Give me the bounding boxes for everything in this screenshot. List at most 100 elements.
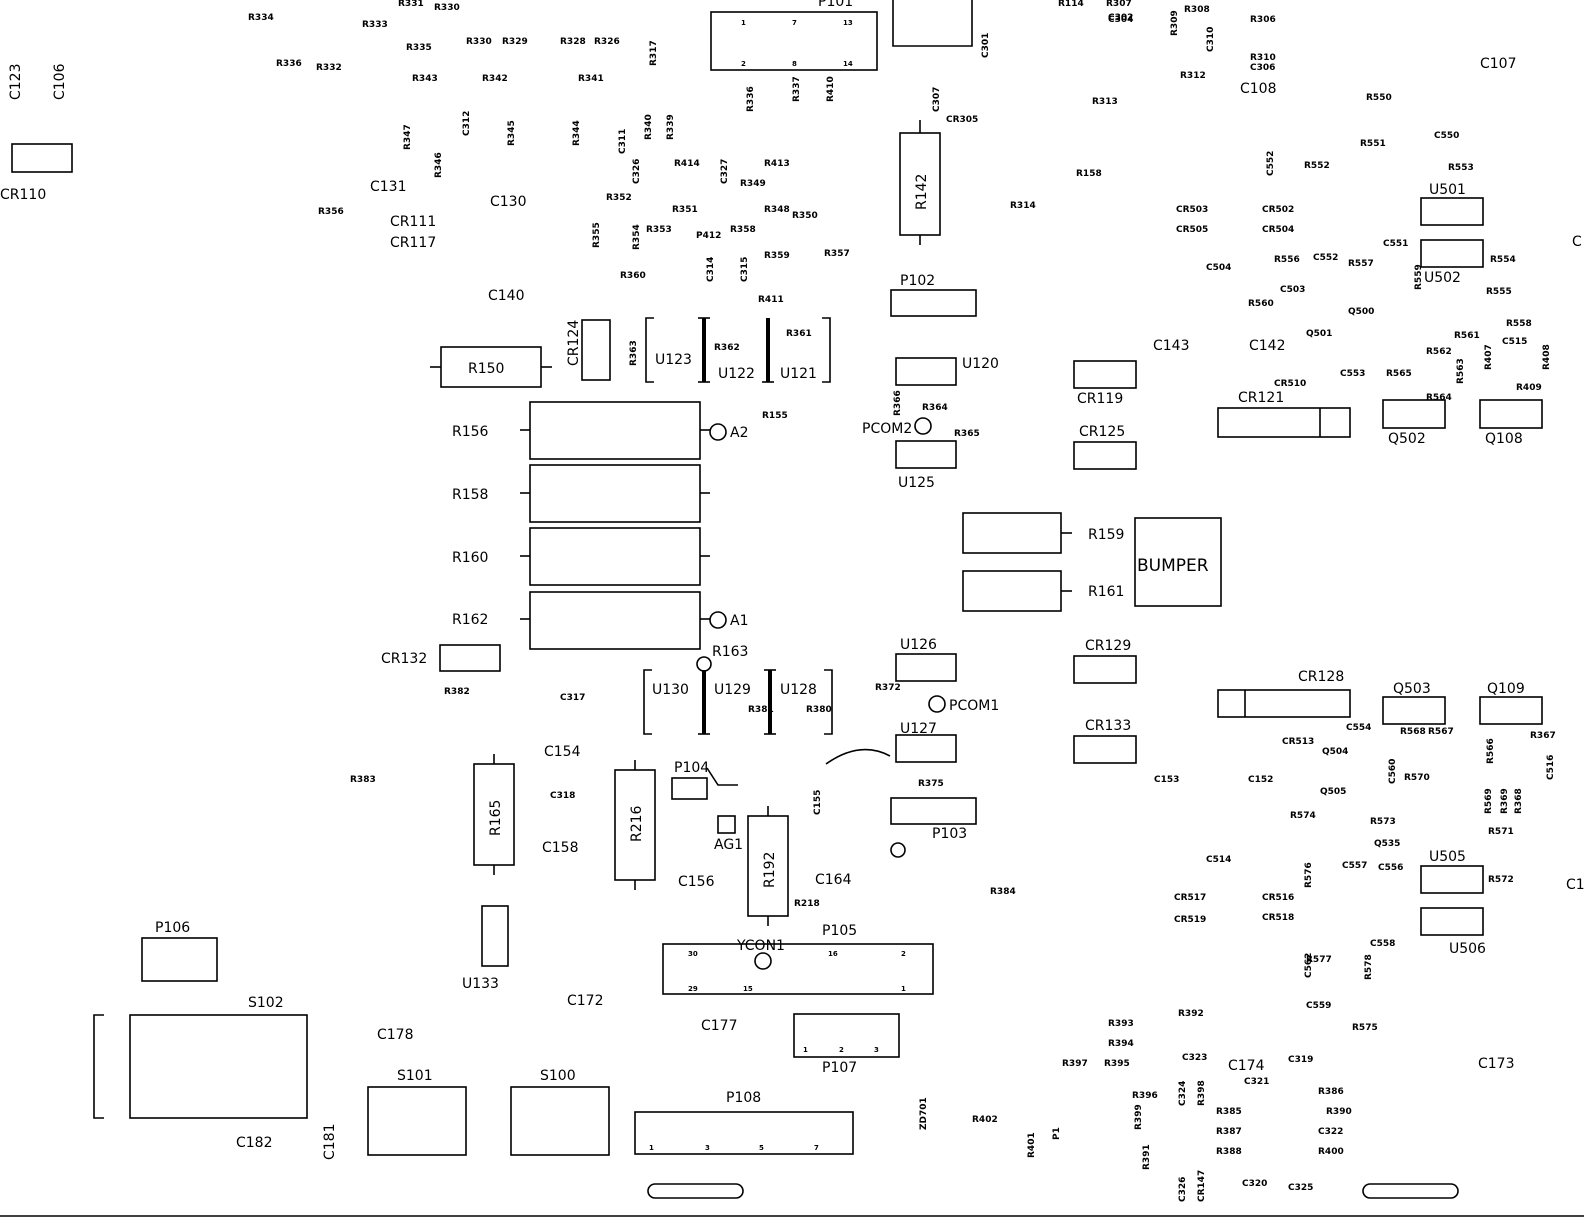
small-label: CR513 [1282,737,1314,747]
label-r150: R150 [468,361,504,377]
comp-cr119 [1073,360,1137,389]
small-label: R357 [824,249,850,259]
label-c143: C143 [1153,338,1190,354]
small-label: R570 [1404,773,1430,783]
small-label: C304 [1108,15,1133,25]
small-label: C327 [720,159,730,184]
comp-cr128 [1217,689,1351,718]
small-label: R571 [1488,827,1514,837]
label-u127: U127 [900,721,937,737]
small-label: C314 [706,257,716,282]
small-label: R393 [1108,1019,1134,1029]
small-label: R387 [1216,1127,1242,1137]
comp-q109 [1479,696,1543,725]
svg-text:1: 1 [741,19,746,27]
small-label: CR502 [1262,205,1294,215]
small-label: CR510 [1274,379,1306,389]
label-u130: U130 [652,682,689,698]
small-label: R551 [1360,139,1386,149]
label-r163: R163 [712,644,748,660]
label-r162: R162 [452,612,488,628]
small-label: R578 [1364,954,1374,980]
small-label: R367 [1530,731,1556,741]
label-u129: U129 [714,682,751,698]
small-label: R576 [1304,862,1314,888]
small-label: R396 [1132,1091,1158,1101]
label-p101: P101 [818,0,853,10]
small-label: R306 [1250,15,1276,25]
testpoint-pcom1 [928,695,946,713]
label-u120: U120 [962,356,999,372]
label-r161: R161 [1088,584,1124,600]
label-q502: Q502 [1388,431,1426,447]
small-label: C515 [1502,337,1527,347]
svg-text:3: 3 [874,1046,879,1054]
label-r159: R159 [1088,527,1124,543]
testpoint-p1 [890,842,906,858]
small-label: R345 [507,120,517,146]
small-label: R326 [594,37,620,47]
label-u122: U122 [718,366,755,382]
small-label: C514 [1206,855,1231,865]
switch-s102 [129,1014,308,1119]
label-cr133: CR133 [1085,718,1131,734]
small-label: R158 [1076,169,1102,179]
small-label: R382 [444,687,470,697]
small-label: R355 [592,222,602,248]
small-label: C326 [632,159,642,184]
small-label: R567 [1428,727,1454,737]
label-p105: P105 [822,923,857,939]
label-c155: C155 [813,790,823,815]
small-label: C153 [1154,775,1179,785]
small-label: R372 [875,683,901,693]
small-label: C558 [1370,939,1395,949]
small-label: R343 [412,74,438,84]
small-label: P1 [1052,1127,1062,1140]
small-label: R375 [918,779,944,789]
label-cr121: CR121 [1238,390,1284,406]
small-label: R309 [1170,10,1180,36]
label-c-edge: C [1572,234,1582,250]
label-u121: U121 [780,366,817,382]
small-label: C552 [1313,253,1338,263]
comp-ag1 [717,815,736,834]
small-label: CR503 [1176,205,1208,215]
connector-p108 [634,1111,854,1155]
small-label: R360 [620,271,646,281]
connector-p106 [141,937,218,982]
label-q109: Q109 [1487,681,1525,697]
small-label: R364 [922,403,948,413]
label-cr132: CR132 [381,651,427,667]
small-label: C550 [1434,131,1459,141]
comp-cr132 [439,644,501,672]
small-label: C312 [462,111,472,136]
small-label: R383 [350,775,376,785]
small-label: R563 [1456,358,1466,384]
label-p104: P104 [674,760,709,776]
comp-u120 [895,357,957,386]
small-label: CR516 [1262,893,1294,903]
small-label: CR517 [1174,893,1206,903]
label-c177: C177 [701,1018,738,1034]
small-label: R339 [666,114,676,140]
small-label: C552 [1266,151,1276,176]
label-c140: C140 [488,288,525,304]
label-s100: S100 [540,1068,576,1084]
small-label: R557 [1348,259,1374,269]
small-label: R307 [1106,0,1132,9]
label-bumper: BUMPER [1137,556,1209,576]
comp-r160 [529,527,701,586]
connector-p107 [793,1013,900,1058]
small-label: R380 [806,705,832,715]
small-label: R218 [794,899,820,909]
small-label: R346 [434,152,444,178]
label-pcom1: PCOM1 [949,698,999,714]
svg-text:30: 30 [688,950,698,958]
small-label: R341 [578,74,604,84]
small-label: C152 [1248,775,1273,785]
small-label: R564 [1426,393,1452,403]
label-c108: C108 [1240,81,1277,97]
svg-text:14: 14 [843,60,853,68]
svg-text:8: 8 [792,60,797,68]
